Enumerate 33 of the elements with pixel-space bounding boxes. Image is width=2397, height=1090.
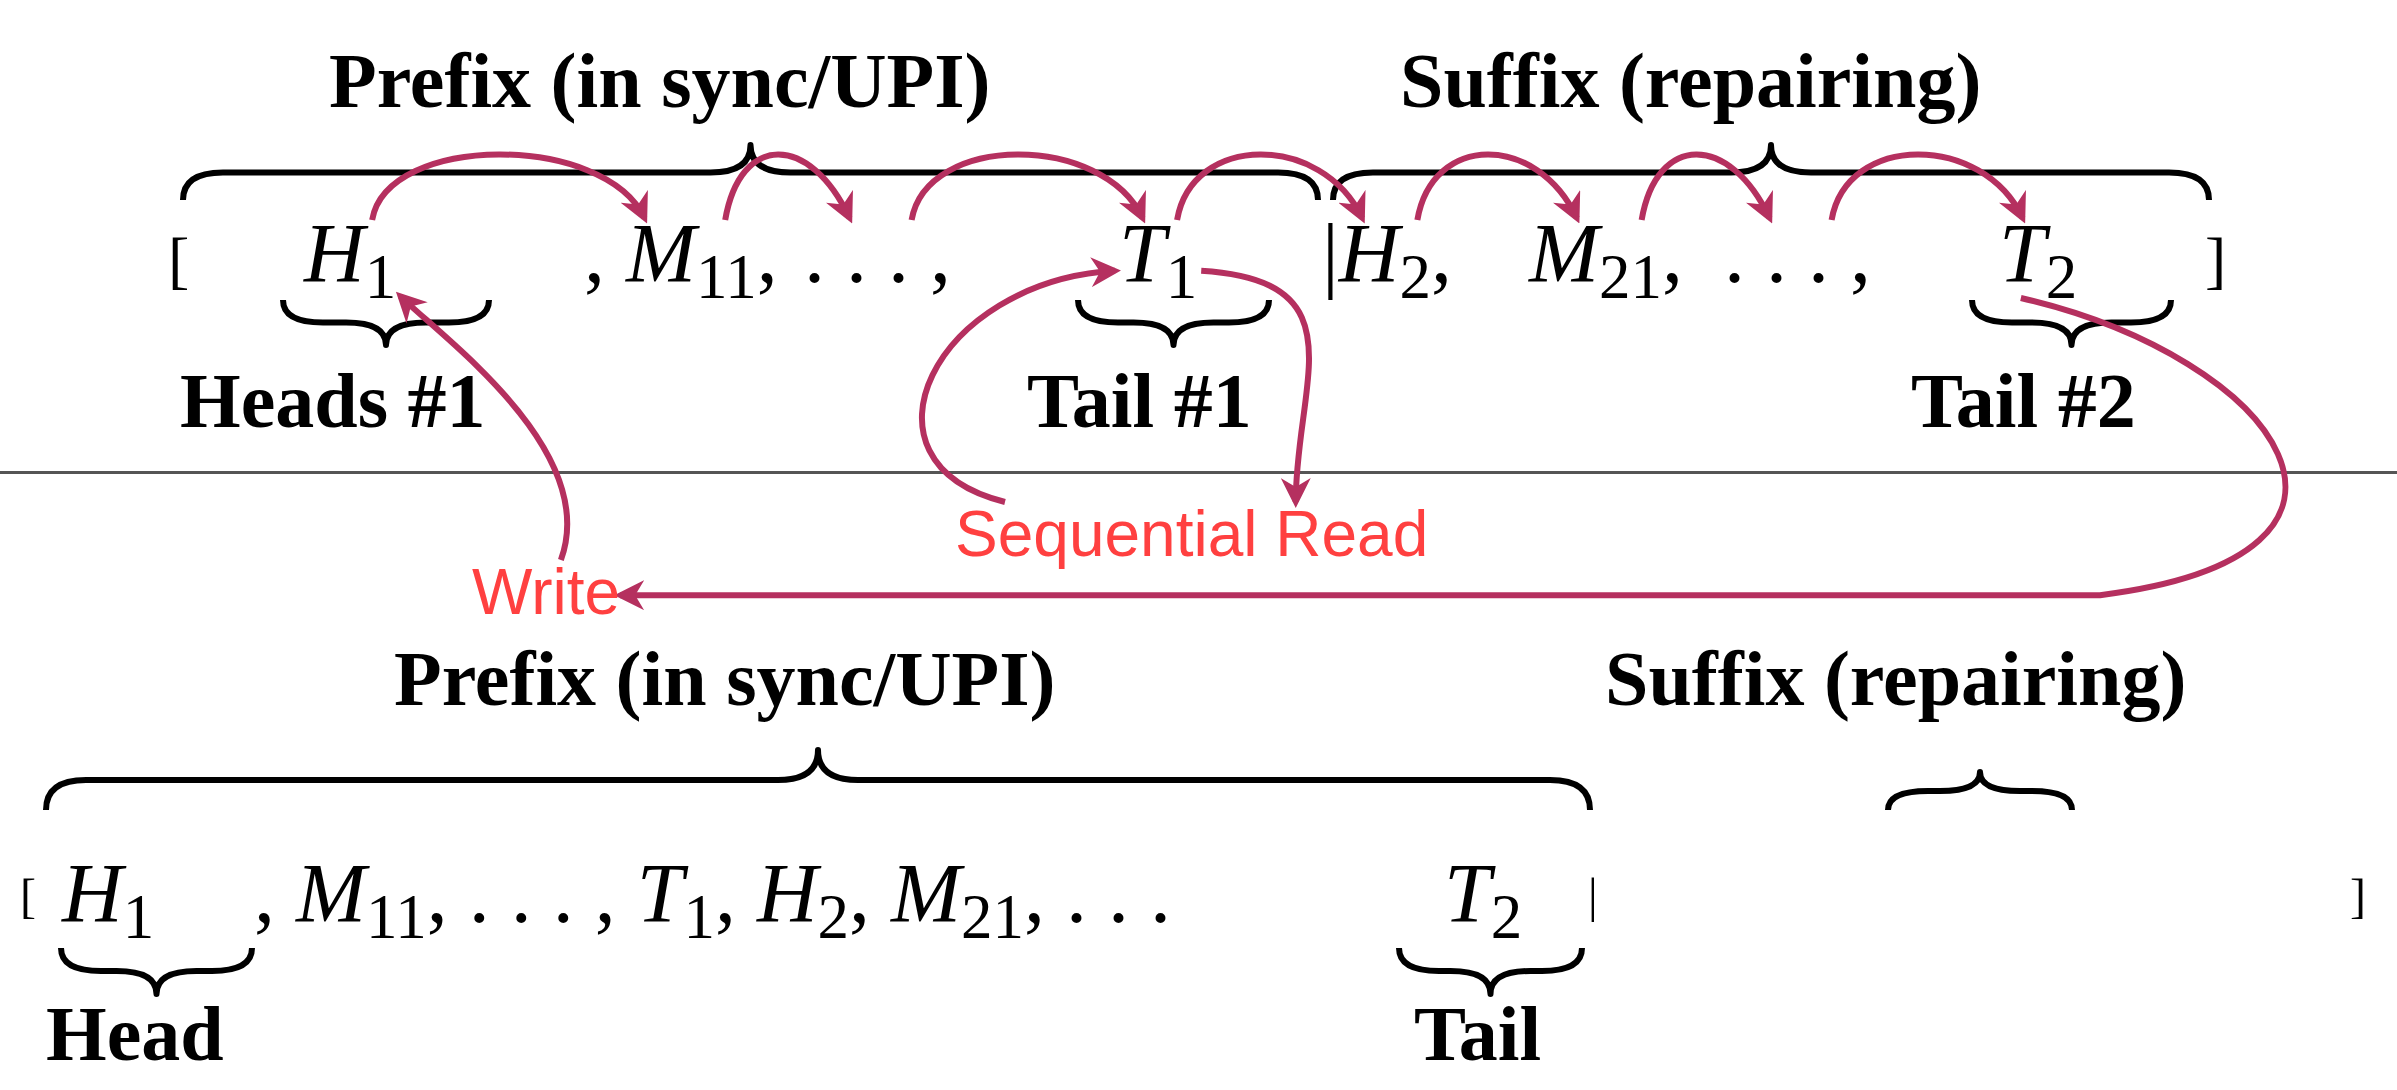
ellipsis-term: . . . , — [804, 207, 951, 300]
math-term: M$_{21}$, — [1529, 207, 1683, 300]
role-label: Tail #2 — [1911, 362, 2136, 440]
bracket: ] — [2205, 228, 2227, 292]
arrow — [1828, 151, 2026, 224]
bracket: [ — [20, 872, 36, 920]
ellipsis-term: . . . , — [1724, 207, 1871, 300]
arrow — [722, 151, 853, 224]
operation-label: Sequential Read — [955, 498, 1429, 570]
role-label: Tail #1 — [1027, 362, 1252, 440]
arrow — [395, 291, 570, 561]
arrow — [369, 151, 648, 223]
operation-label: Write — [472, 556, 621, 628]
math-term: |H$_{2}$, — [1322, 207, 1452, 300]
math-term: T$_{2}$ — [1443, 852, 1524, 936]
arrow — [1414, 151, 1580, 224]
bracket: ] — [2350, 872, 2366, 920]
math-sequence: , M$_{11}$, . . . , T$_{1}$, H$_{2}$, M$_{21}$, . . . — [253, 852, 1173, 936]
math-term: H$_{1}$ — [60, 852, 156, 936]
role-label: Tail — [1414, 995, 1542, 1073]
arrow — [1200, 267, 1312, 508]
math-term: , M$_{11}$, — [584, 207, 778, 300]
arrow — [919, 259, 1121, 505]
arrow — [1638, 151, 1773, 224]
role-label: Heads #1 — [180, 362, 486, 440]
bracket: | — [1588, 872, 1598, 920]
math-term: T$_{2}$ — [1999, 207, 2078, 300]
arrow — [908, 151, 1146, 224]
bracket: [ — [168, 228, 190, 292]
role-label: Head — [46, 995, 224, 1073]
math-term: T$_{1}$ — [1119, 207, 1198, 300]
math-term: H$_{1}$ — [304, 207, 397, 300]
arrow — [1174, 151, 1366, 224]
